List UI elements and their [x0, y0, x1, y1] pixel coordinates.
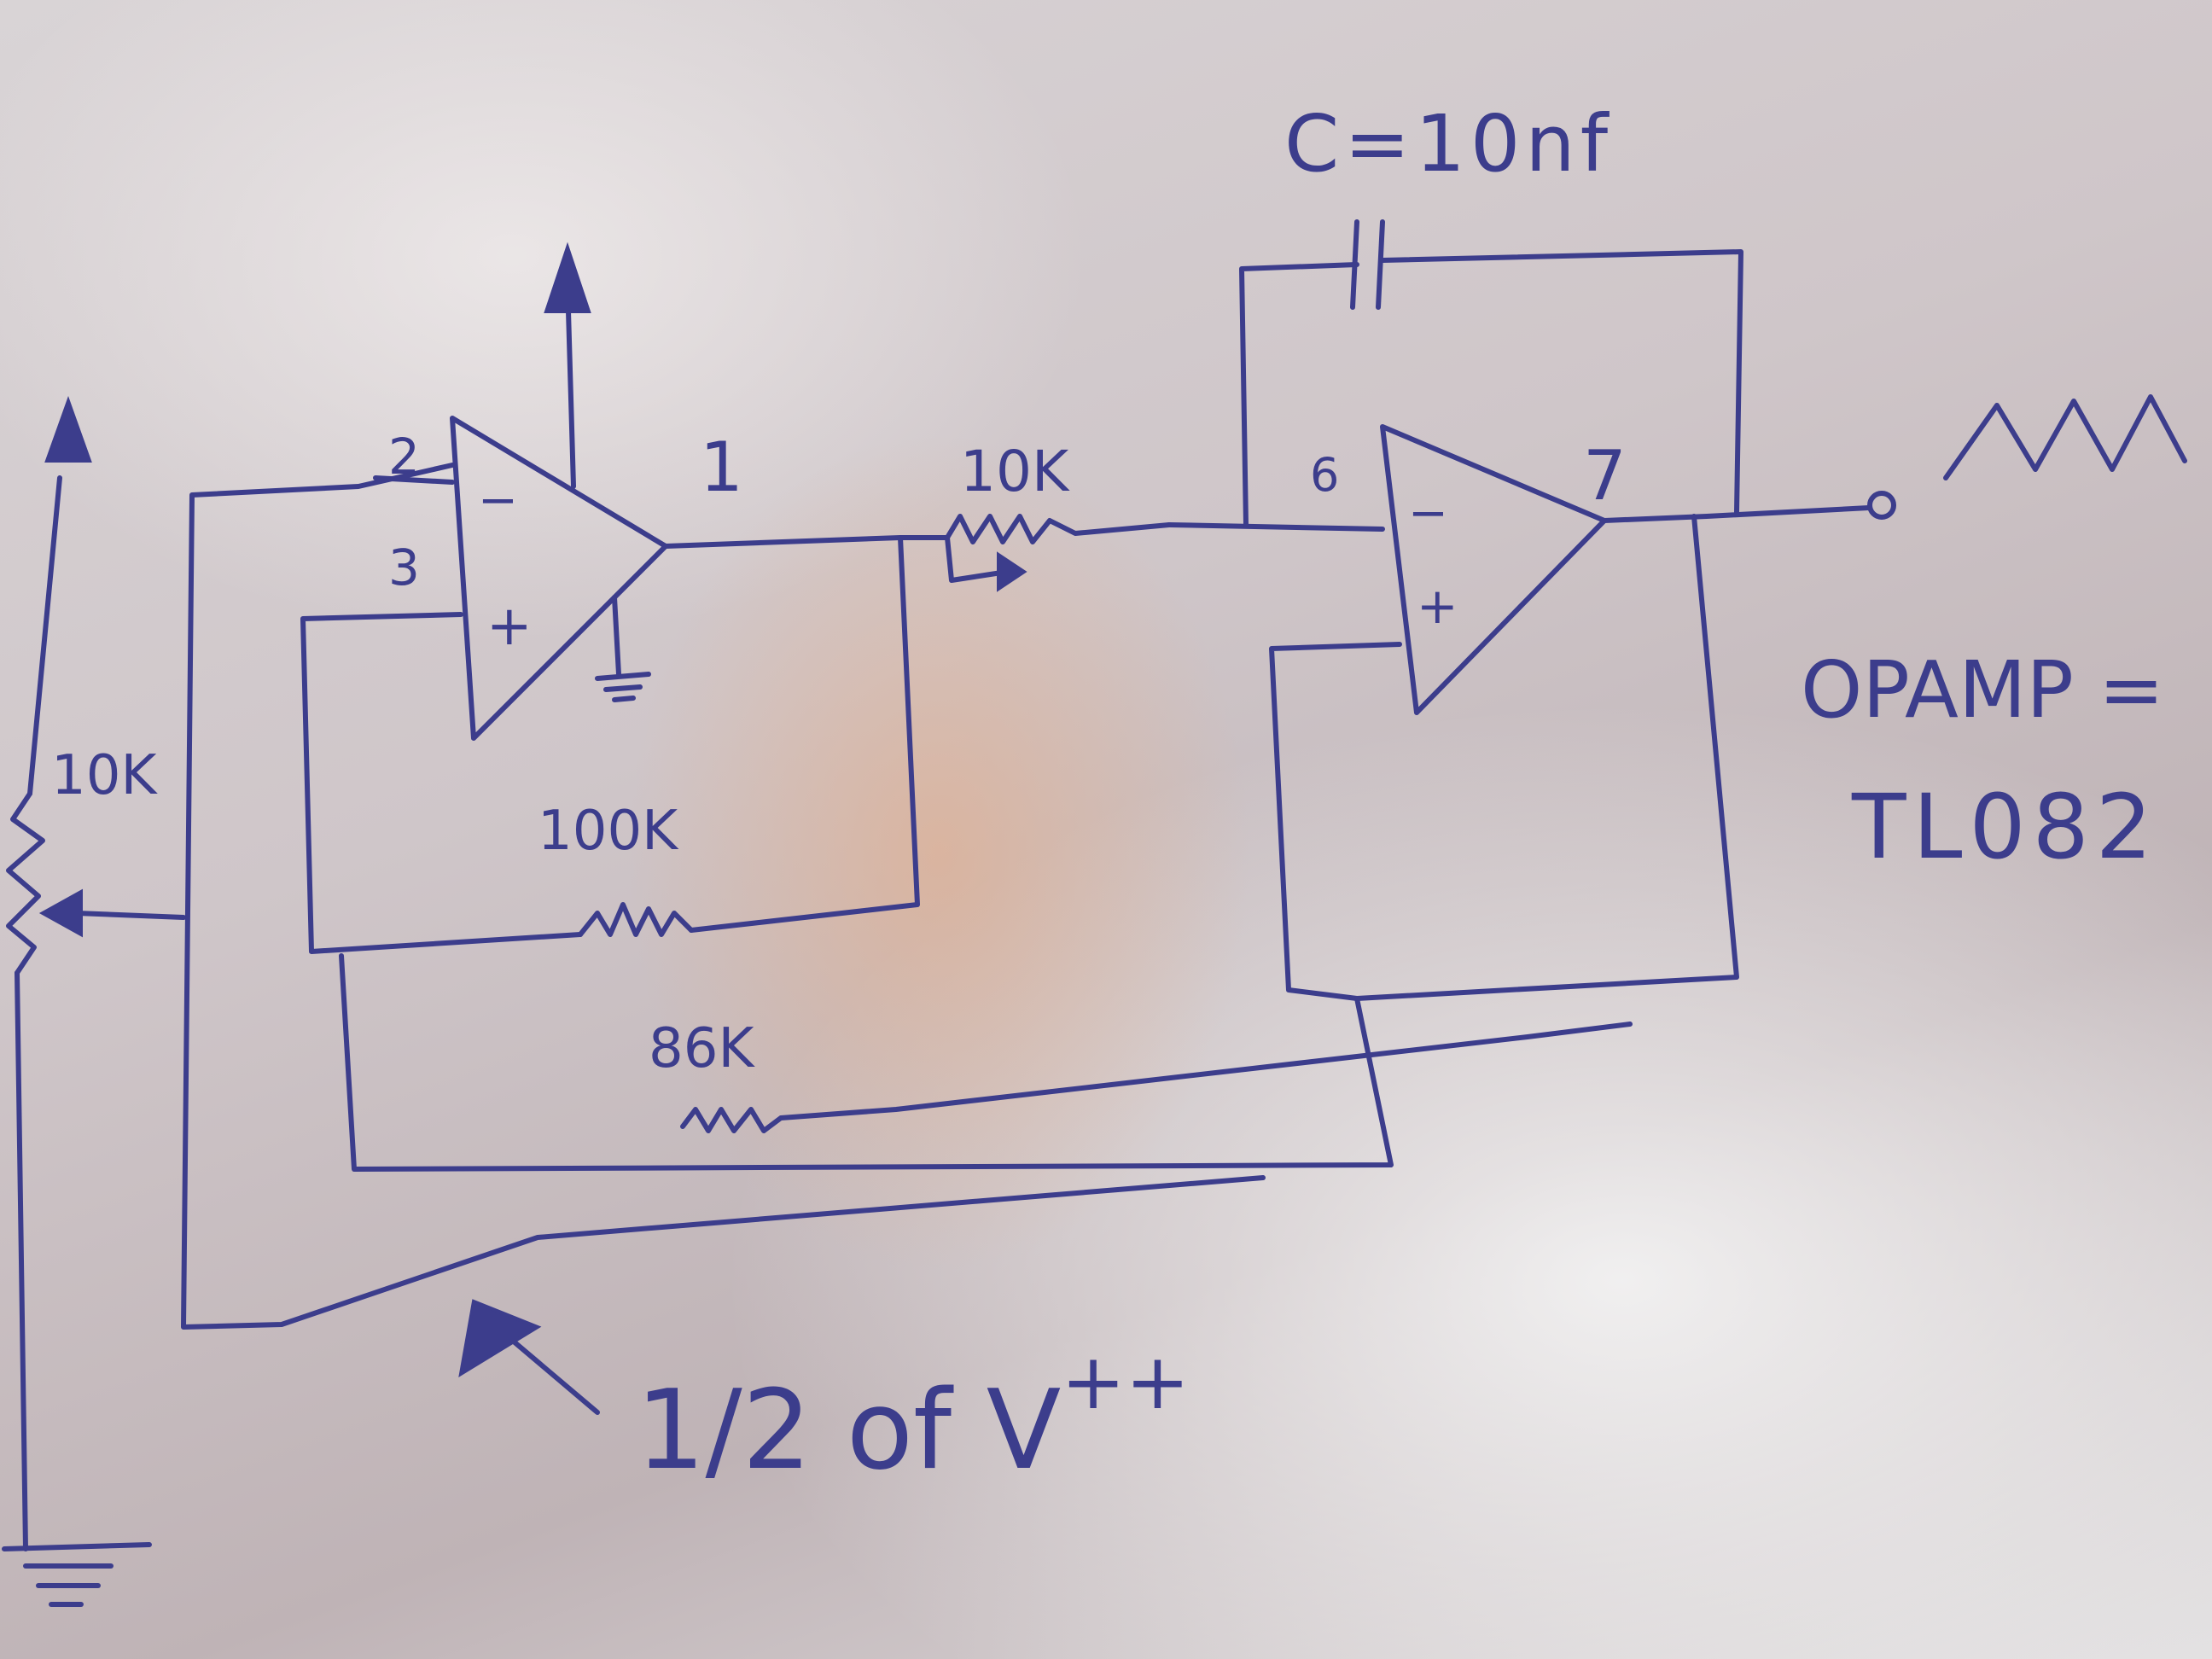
pointer-arrow — [458, 1299, 600, 1415]
ground-icon — [595, 595, 651, 702]
opamp-note-line-2: TL082 — [1851, 775, 2159, 879]
opamp-1: − + 2 3 1 — [388, 416, 743, 741]
feedback-resistor-label: 100K — [538, 800, 679, 863]
capacitor-label: C=10nf — [1284, 98, 1613, 189]
opamp-1-plus-sign: + — [486, 595, 533, 658]
potentiometer-10k — [6, 475, 186, 1551]
opamp-note-line-1: OPAMP = — [1801, 644, 2164, 736]
triangle-wave-icon — [1943, 394, 2187, 480]
opamp-2-pin-6-label: 6 — [1310, 448, 1339, 502]
half-supply-text: 1/2 of V — [636, 1367, 1061, 1494]
opamp-2: − + 6 7 — [1310, 424, 1627, 715]
ground-icon — [2, 1542, 152, 1607]
left-pot-label: 10K — [51, 744, 158, 807]
series-pot-label: 10K — [960, 439, 1070, 504]
half-supply-note: 1/2 of V++ — [636, 1337, 1190, 1494]
arrow-up-icon — [44, 396, 92, 463]
opamp-2-triangle — [1380, 424, 1607, 715]
opamp-2-minus-sign: − — [1408, 486, 1448, 541]
opamp-1-triangle — [450, 416, 668, 741]
opamp-1-minus-sign: − — [478, 473, 518, 528]
arrow-up-icon — [544, 242, 591, 489]
opamp-1-pin-1-label: 1 — [700, 428, 743, 507]
opamp-1-pin-3-label: 3 — [388, 538, 420, 597]
opamp-2-plus-sign: + — [1417, 577, 1458, 635]
wires — [181, 219, 1896, 1330]
opamp-2-pin-7-label: 7 — [1583, 436, 1627, 515]
lower-resistor-label: 86K — [649, 1017, 755, 1080]
half-supply-superscript: ++ — [1061, 1337, 1190, 1427]
